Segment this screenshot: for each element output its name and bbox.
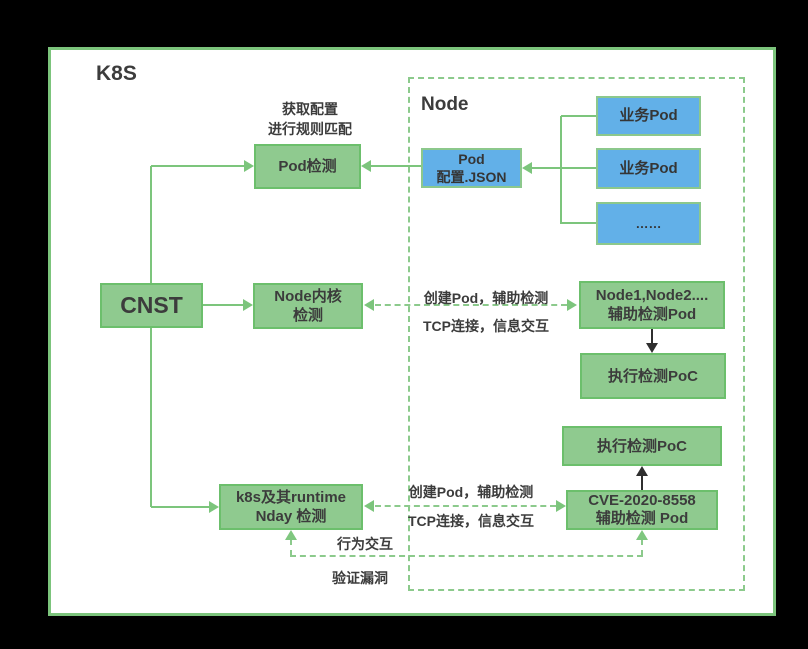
exec-poc-mid-label: 执行检测PoC	[607, 367, 698, 385]
connector-cve-to-poc	[641, 476, 643, 490]
label-pod-detect-note-line2: 进行规则匹配	[268, 121, 352, 137]
business-pod-more-label: ……	[635, 215, 662, 231]
cve-pod-label-line2: 辅助检测 Pod	[595, 510, 689, 527]
business-pod-1-box: 业务Pod	[596, 96, 701, 136]
cve-pod-label-line1: CVE-2020-8558	[588, 492, 696, 509]
node-helper-label-line1: Node1,Node2....	[595, 287, 709, 304]
label-verify-vulnerability: 验证漏洞	[332, 570, 388, 586]
label-behavior-interaction: 行为交互	[337, 536, 393, 552]
arrowhead-into-node-helper-dashed	[567, 299, 577, 311]
diagram-canvas: K8S Node CNST Pod检测 Node内核 检测 k8s及其runti…	[48, 47, 776, 616]
arrowhead-into-pod-config	[522, 162, 532, 174]
exec-poc-bottom-label: 执行检测PoC	[596, 437, 687, 455]
connector-bizpod1-stub	[561, 115, 596, 117]
arrowhead-behavior-into-k8s-nday	[285, 530, 297, 540]
label-pod-detect-note: 获取配置 进行规则匹配	[235, 99, 385, 139]
connector-nday-cve-dashed	[375, 505, 556, 507]
arrowhead-into-node-kernel	[243, 299, 253, 311]
connector-bizpod-more-stub	[561, 222, 596, 224]
pod-config-label-line1: Pod	[458, 151, 485, 167]
arrowhead-config-to-pod-detect	[361, 160, 371, 172]
connector-helper-to-poc	[651, 329, 653, 344]
connector-config-to-pod-detect	[371, 165, 421, 167]
k8s-nday-detect-box: k8s及其runtime Nday 检测	[219, 484, 363, 530]
cve-helper-pod-box: CVE-2020-8558 辅助检测 Pod	[566, 490, 718, 530]
business-pod-1-label: 业务Pod	[619, 107, 678, 124]
k8s-nday-label-line2: Nday 检测	[255, 508, 327, 525]
label-bottom-tcp: TCP连接，信息交互	[408, 513, 534, 529]
node-container	[408, 77, 745, 591]
business-pod-2-box: 业务Pod	[596, 148, 701, 189]
label-mid-create-pod: 创建Pod，辅助检测	[423, 290, 549, 306]
node-kernel-label-line1: Node内核	[274, 288, 342, 305]
connector-bizpod-to-config	[532, 167, 596, 169]
cnst-label: CNST	[120, 292, 183, 318]
connector-kernel-helper-dashed	[375, 304, 567, 306]
arrowhead-into-k8s-nday	[209, 501, 219, 513]
connector-bizpod-trunk	[560, 116, 562, 224]
business-pod-more-box: ……	[596, 202, 701, 245]
pod-config-json-box: Pod 配置.JSON	[421, 148, 522, 188]
business-pod-2-label: 业务Pod	[619, 159, 678, 177]
exec-poc-bottom-box: 执行检测PoC	[562, 426, 722, 466]
exec-poc-mid-box: 执行检测PoC	[580, 353, 726, 399]
arrowhead-into-cve-pod-dashed	[556, 500, 566, 512]
node-helper-label-line2: 辅助检测Pod	[607, 306, 697, 323]
pod-config-label-line2: 配置.JSON	[436, 169, 507, 185]
node-helper-pod-box: Node1,Node2.... 辅助检测Pod	[579, 281, 725, 329]
cnst-box: CNST	[100, 283, 203, 328]
label-bottom-create-pod: 创建Pod，辅助检测	[408, 484, 534, 500]
node-kernel-detect-box: Node内核 检测	[253, 283, 363, 329]
k8s-nday-label-line1: k8s及其runtime	[235, 489, 347, 506]
arrowhead-into-node-kernel-dashed	[364, 299, 374, 311]
pod-detect-box: Pod检测	[254, 144, 361, 189]
label-mid-tcp: TCP连接，信息交互	[423, 318, 549, 334]
arrowhead-into-k8s-nday-dashed	[364, 500, 374, 512]
arrowhead-into-pod-detect	[244, 160, 254, 172]
node-container-label: Node	[421, 94, 469, 115]
arrowhead-into-exec-poc-mid	[646, 343, 658, 353]
connector-branch-to-k8s-nday	[151, 506, 209, 508]
connector-behavior-dashed	[290, 555, 643, 557]
arrowhead-behavior-into-cve-pod	[636, 530, 648, 540]
label-pod-detect-note-line1: 获取配置	[282, 101, 338, 117]
node-kernel-label-line2: 检测	[292, 307, 323, 324]
pod-detect-label: Pod检测	[278, 158, 337, 175]
connector-behavior-right-stub	[641, 539, 643, 556]
arrowhead-into-exec-poc-bottom	[636, 466, 648, 476]
connector-branch-to-pod-detect	[151, 165, 245, 167]
connector-behavior-left-stub	[290, 539, 292, 556]
connector-cnst-to-node-kernel	[203, 304, 243, 306]
cluster-title: K8S	[96, 62, 137, 85]
connector-cnst-branch-vertical	[150, 166, 152, 507]
